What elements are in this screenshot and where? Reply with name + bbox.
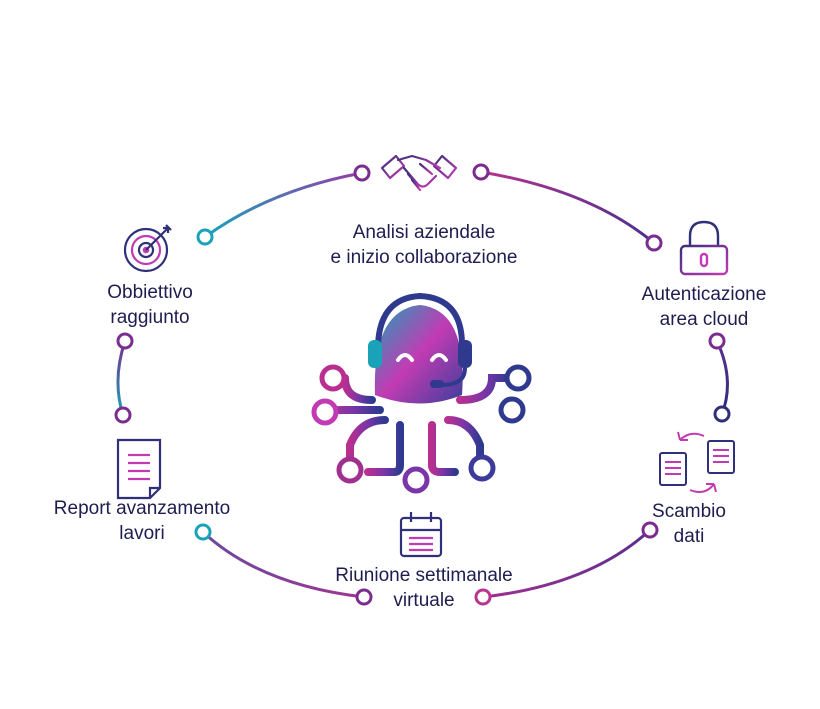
document-exchange-icon — [659, 431, 735, 493]
node-6 — [641, 521, 659, 539]
node-12 — [196, 228, 214, 246]
step-label-line1: Obbiettivo — [107, 282, 193, 303]
step-label-obbiettivo: Obbiettivo raggiunto — [107, 280, 193, 330]
arc-bottom-right — [482, 528, 652, 599]
step-label-line2: lavori — [119, 523, 165, 544]
report-document-icon — [116, 438, 162, 500]
step-label-line1: Autenticazione — [641, 284, 767, 305]
step-label-line2: area cloud — [659, 309, 749, 330]
step-label-line1: Scambio — [652, 501, 726, 522]
step-label-line2: e inizio collaborazione — [330, 247, 518, 268]
step-label-scambio: Scambio dati — [652, 499, 726, 549]
node-3 — [645, 234, 663, 252]
node-11 — [116, 332, 134, 350]
step-label-line2: raggiunto — [110, 307, 190, 328]
padlock-icon — [679, 220, 729, 276]
target-icon — [123, 224, 172, 273]
node-4 — [708, 332, 726, 350]
step-label-line1: Report avanzamento — [53, 498, 231, 519]
arc-top-left — [204, 171, 363, 239]
step-label-line1: Analisi aziendale — [352, 222, 496, 243]
calendar-icon — [399, 512, 443, 558]
octopus-headset-icon — [311, 292, 532, 494]
step-label-line2: virtuale — [393, 590, 455, 611]
handshake-icon — [380, 154, 458, 192]
node-9 — [194, 523, 212, 541]
step-label-analisi: Analisi aziendale e inizio collaborazion… — [331, 220, 518, 270]
node-7 — [474, 588, 492, 606]
step-label-line2: dati — [673, 526, 705, 547]
arc-top-right — [480, 170, 655, 245]
node-2 — [472, 163, 490, 181]
step-label-line1: Riunione settimanale — [335, 565, 513, 586]
node-1 — [353, 164, 371, 182]
node-8 — [355, 588, 373, 606]
arc-right — [715, 340, 729, 415]
node-10 — [114, 406, 132, 424]
step-label-autenticazione: Autenticazione area cloud — [642, 282, 767, 332]
step-label-report: Report avanzamento lavori — [54, 496, 230, 546]
arc-bottom-left — [201, 530, 365, 599]
arc-left — [116, 340, 127, 416]
node-5 — [713, 405, 731, 423]
step-label-riunione: Riunione settimanale virtuale — [335, 563, 512, 613]
